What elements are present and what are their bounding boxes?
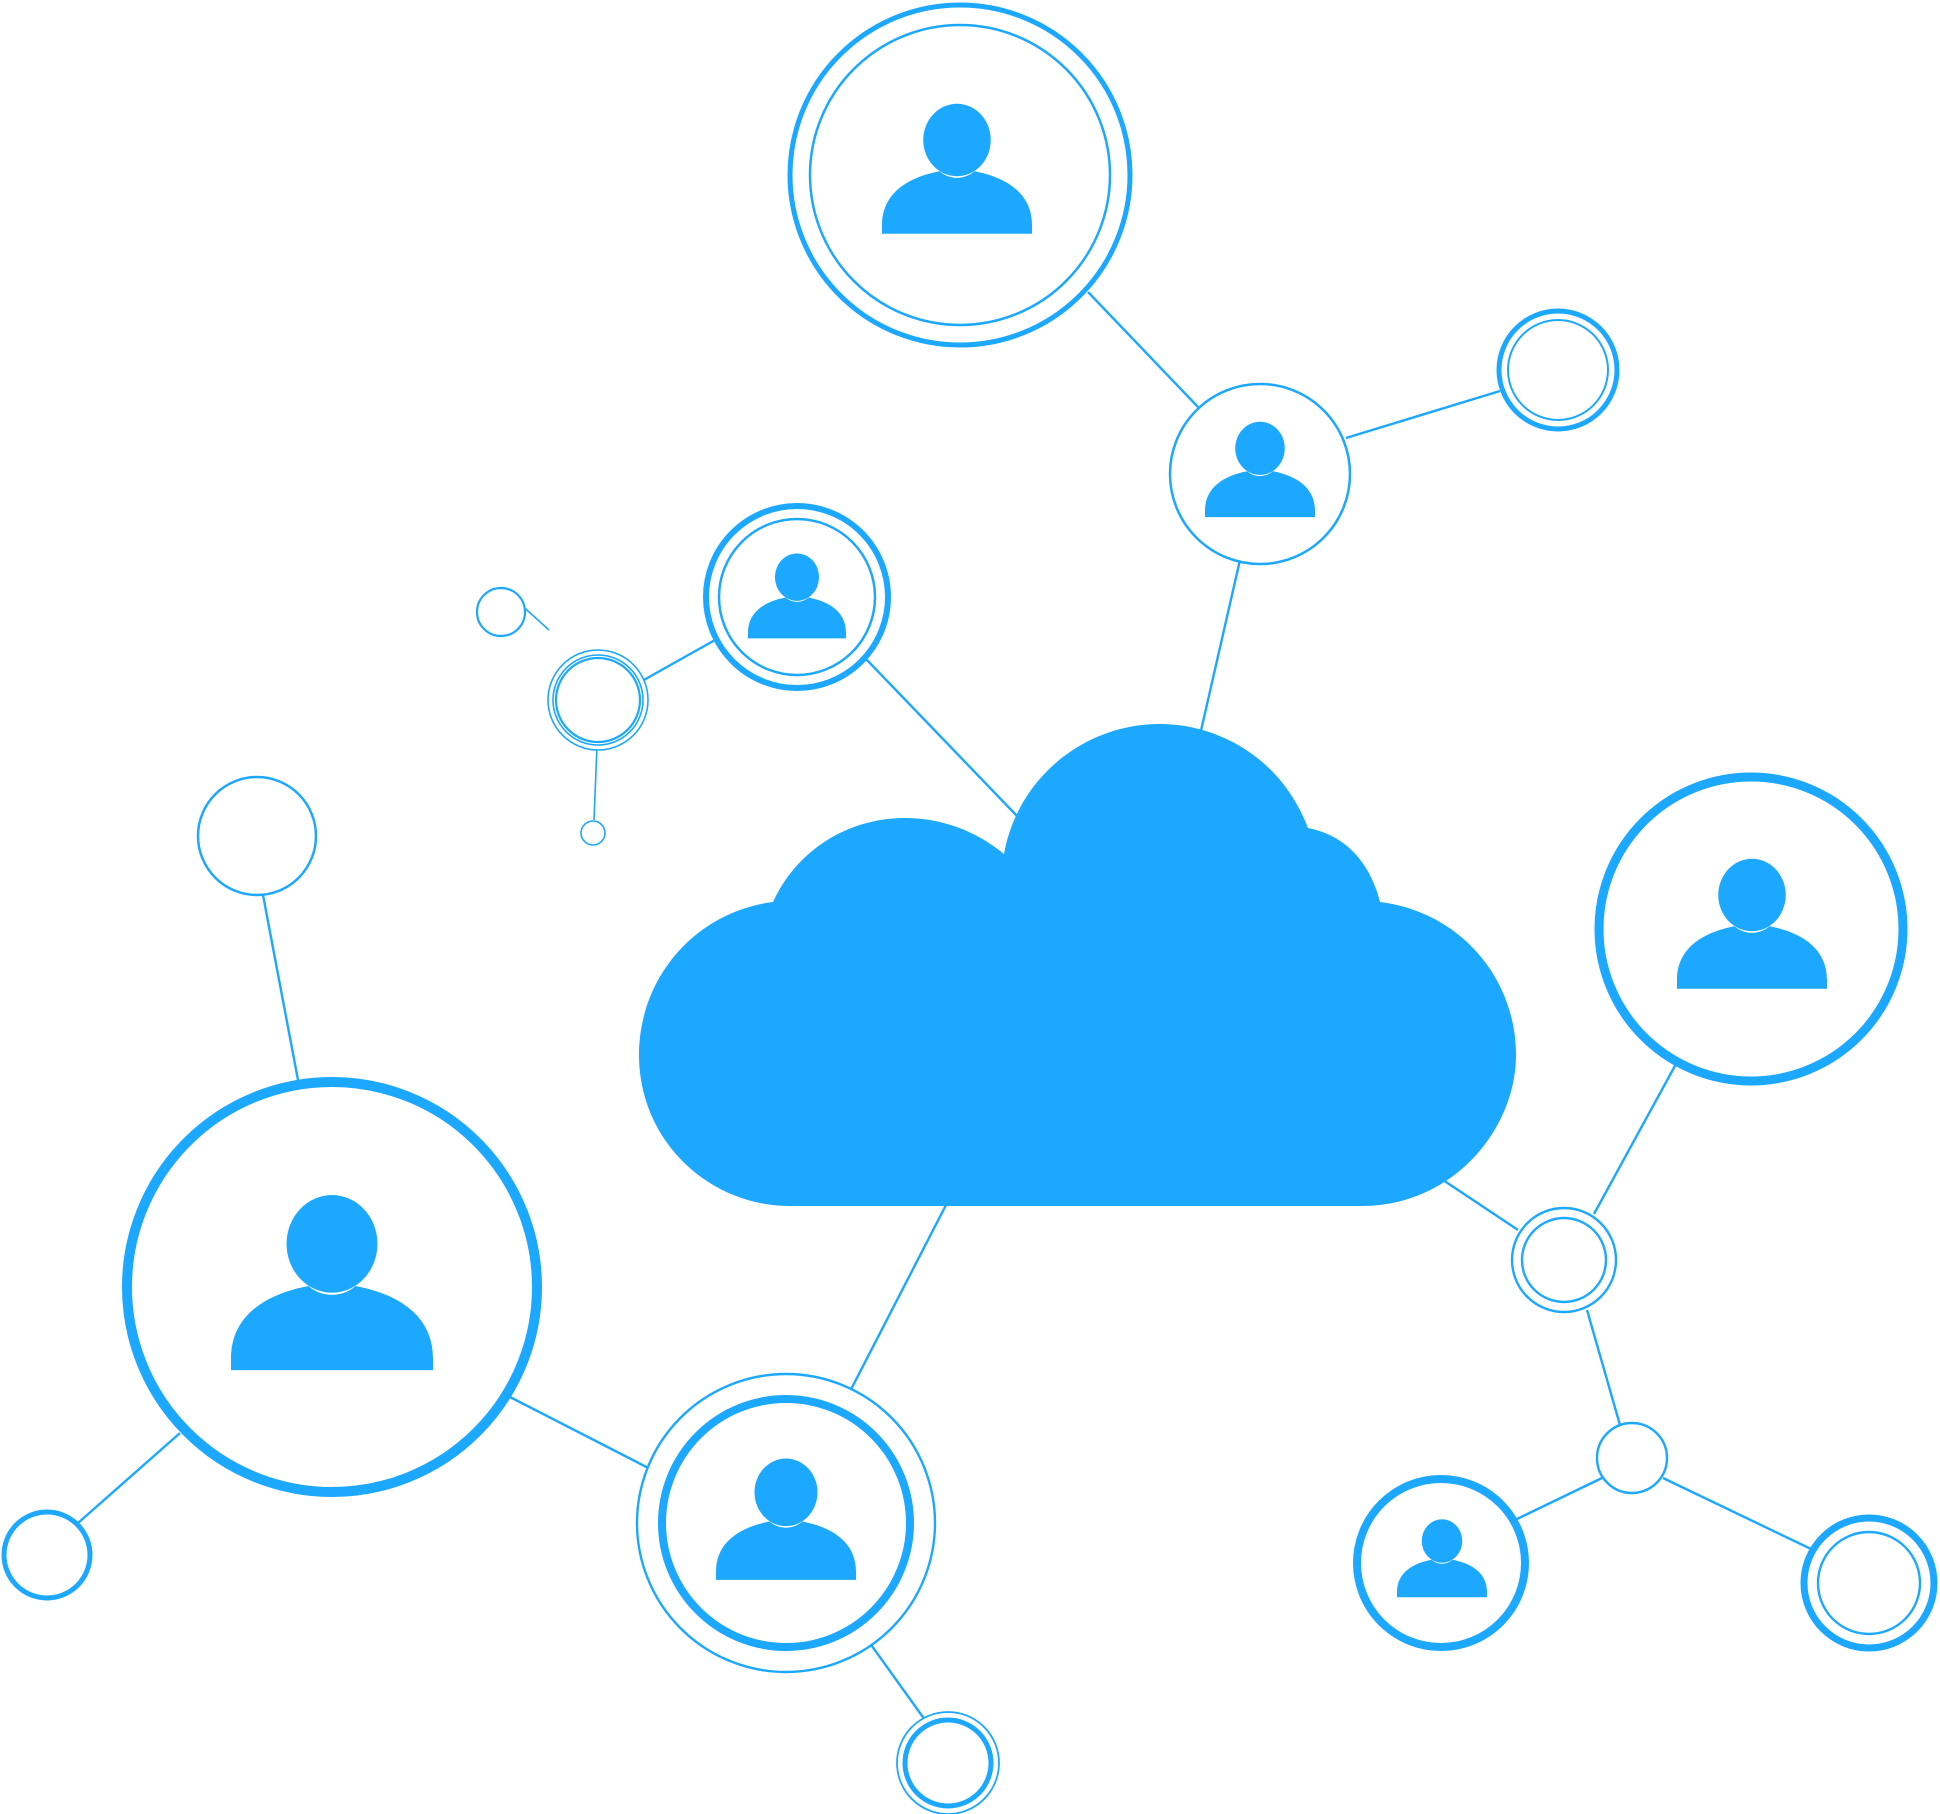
link-left-ring-to-tiny-node — [593, 745, 598, 821]
empty-node-right-small — [1595, 1421, 1669, 1495]
user-node-bottom-middle — [635, 1372, 937, 1674]
link-right-ring-to-right-user — [1592, 1063, 1678, 1215]
link-cloud-to-left-mid-user — [865, 658, 1019, 818]
link-top-mid-user-to-top-right-ring — [1345, 389, 1501, 440]
cloud-icon — [639, 724, 1516, 1206]
link-top-mid-user-to-top-user — [1087, 291, 1199, 408]
user-node-top-middle — [1168, 382, 1352, 566]
link-big-left-user-to-bottom-left-node — [77, 1432, 181, 1524]
ring-node-right — [1510, 1206, 1618, 1314]
user-node-bottom-right — [1353, 1475, 1529, 1651]
ring-node-bottom-right — [1800, 1514, 1938, 1652]
link-cloud-to-top-mid-user — [1198, 559, 1242, 736]
link-right-node-to-bottom-right-user — [1516, 1476, 1603, 1521]
link-right-ring-to-right-node — [1585, 1309, 1622, 1426]
user-node-left-large — [122, 1077, 542, 1497]
link-right-node-to-bottom-right-ring — [1662, 1476, 1812, 1551]
user-node-left-middle — [703, 503, 891, 691]
tiny-node-left — [580, 820, 606, 846]
empty-node-bottom-left — [1, 1509, 93, 1601]
link-cloud-to-bottom-mid-user — [842, 1204, 948, 1404]
empty-node-left-top — [196, 775, 318, 897]
small-node-left-top — [475, 586, 527, 638]
link-left-top-node-to-big-left-user — [261, 894, 300, 1081]
ring-node-top-right — [1496, 308, 1620, 432]
user-icon — [882, 103, 1032, 234]
ring-node-left-cluster — [547, 649, 649, 751]
ring-node-bottom — [896, 1711, 1000, 1814]
link-cloud-to-right-ring — [1442, 1179, 1519, 1231]
link-left-mid-user-to-left-ring — [641, 638, 716, 683]
link-big-left-user-to-bottom-mid-user — [509, 1395, 663, 1477]
user-node-right-large — [1594, 772, 1908, 1086]
user-node-top-large — [787, 2, 1133, 348]
